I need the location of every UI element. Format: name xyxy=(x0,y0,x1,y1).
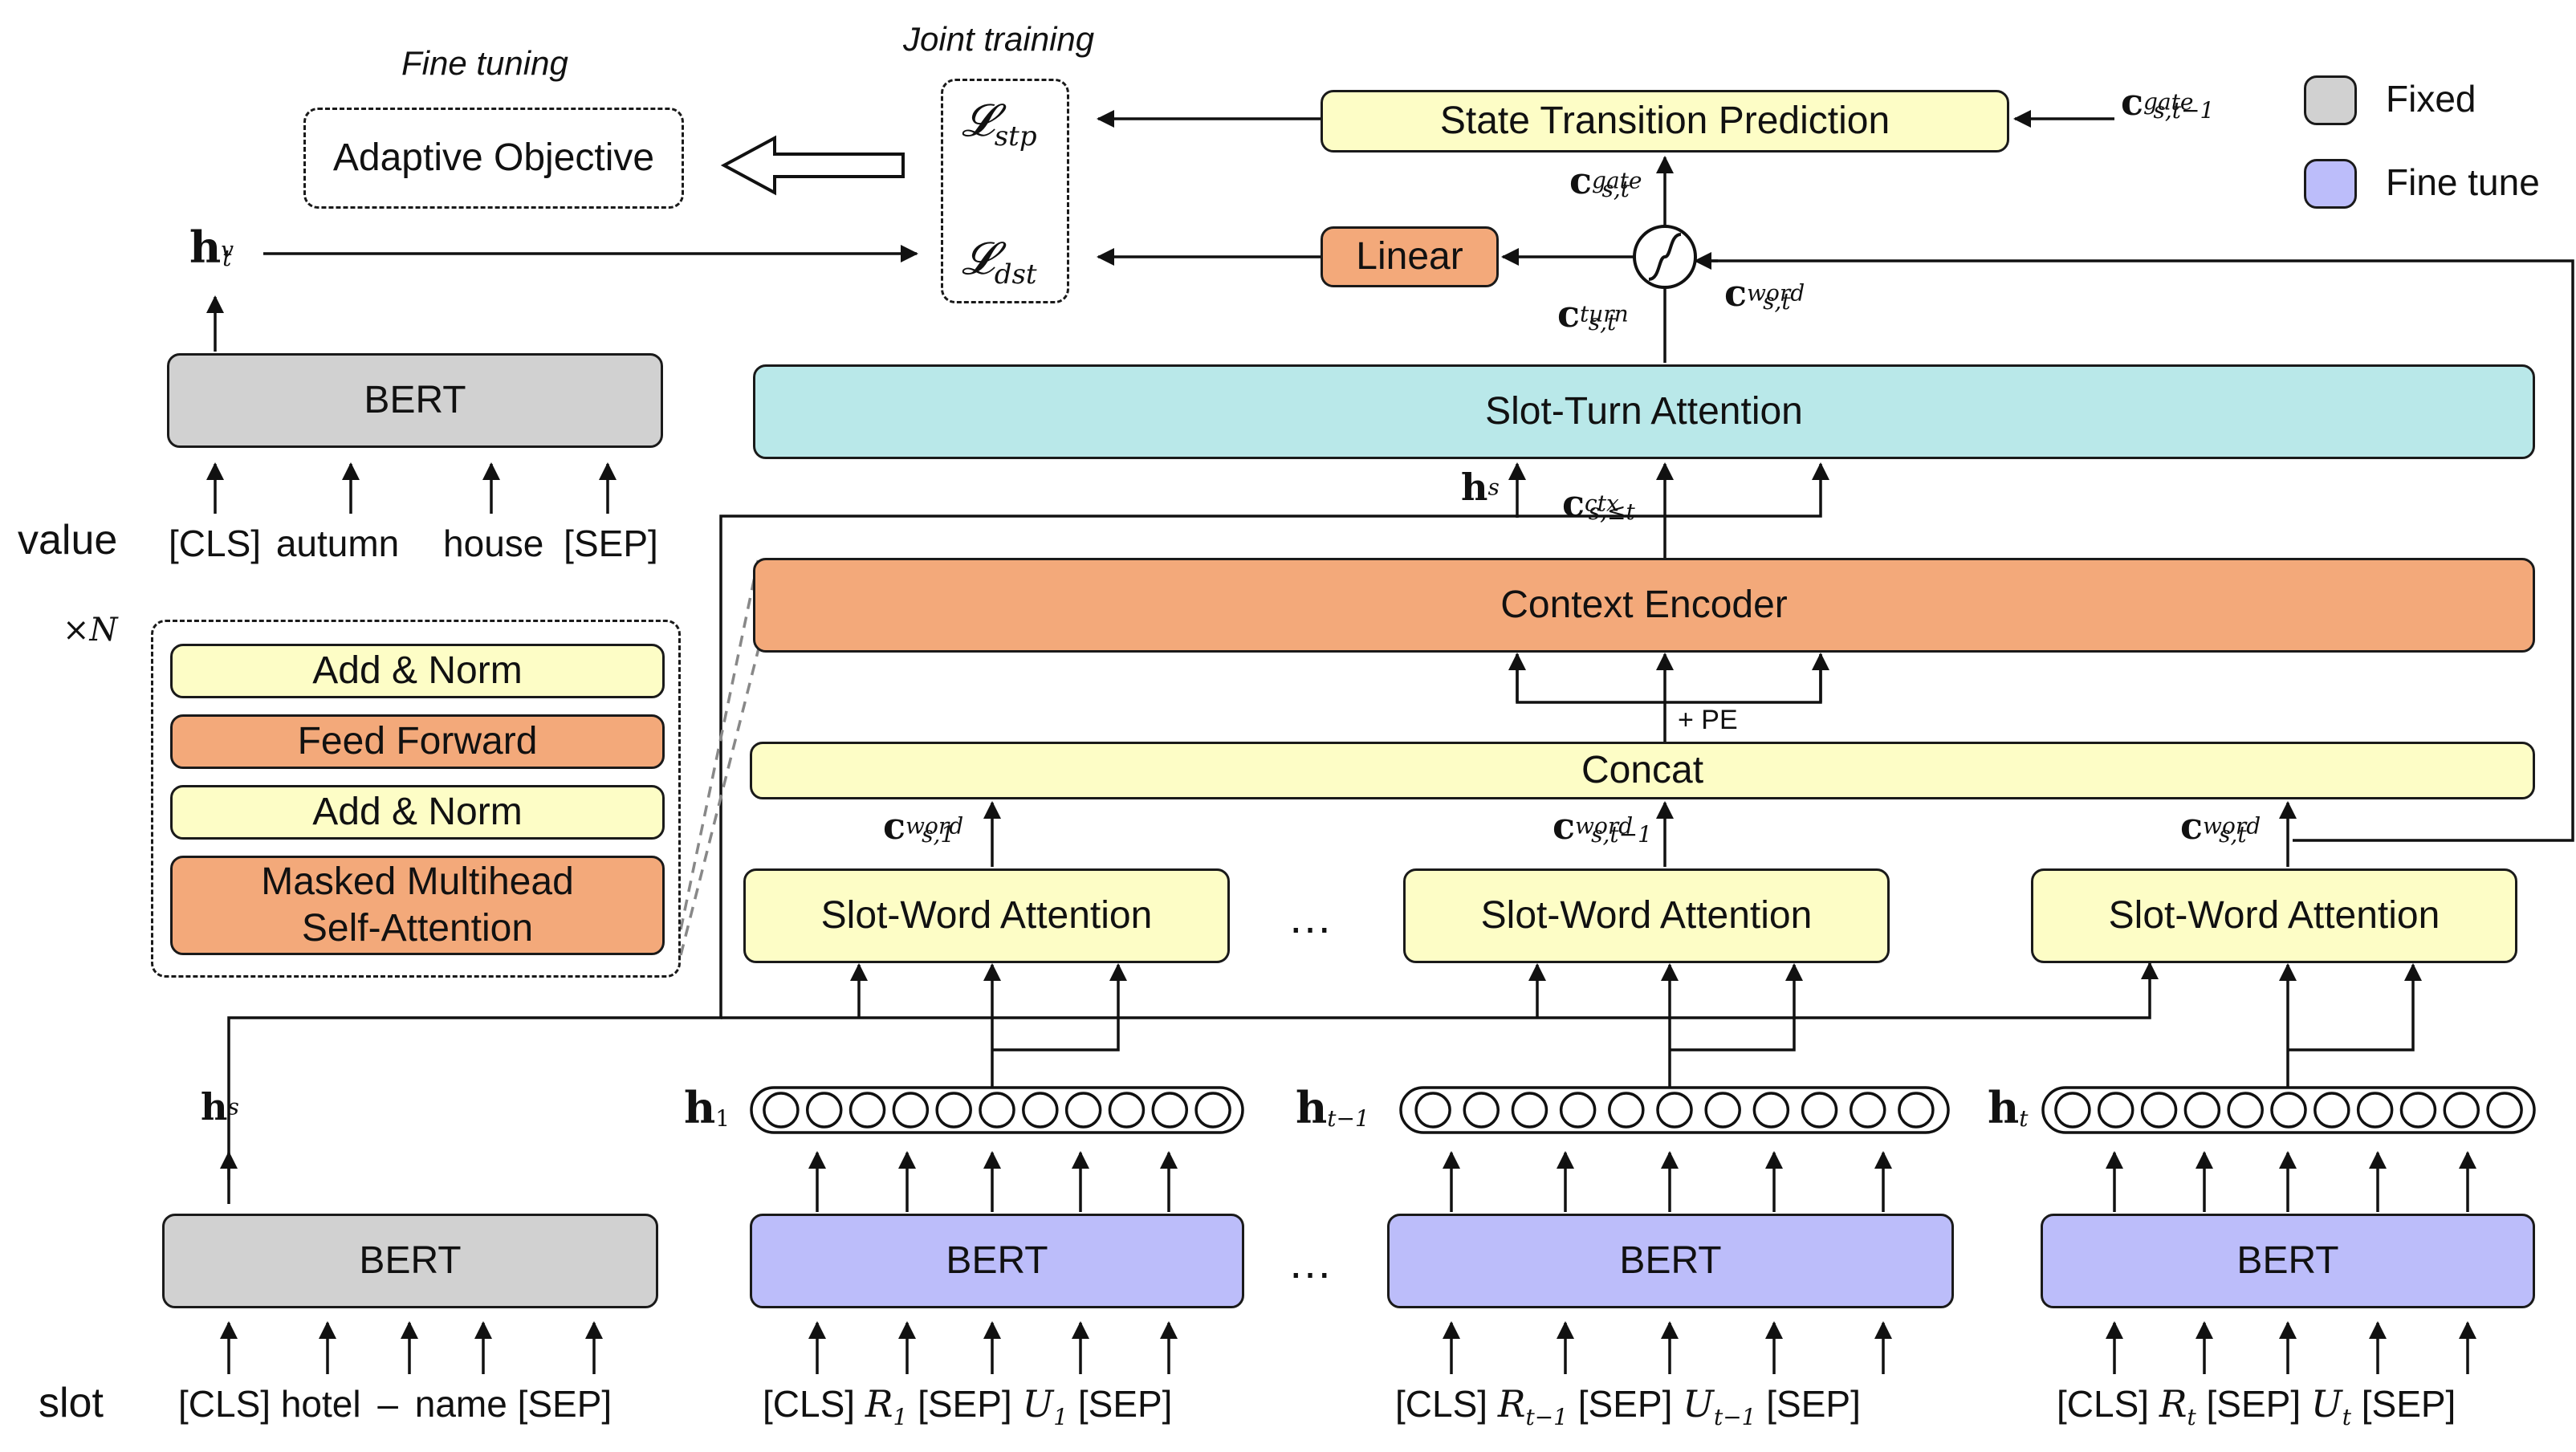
turn-1-tokens: [CLS] R1 [SEP] U1 [SEP] xyxy=(763,1382,1173,1431)
hidden-state-node xyxy=(2443,1092,2480,1129)
hidden-state-node xyxy=(1022,1092,1059,1129)
hidden-state-node xyxy=(2399,1092,2437,1129)
fine-tuning-header: Fine tuning xyxy=(401,44,568,82)
slot-word-attention-t-box: Slot-Word Attention xyxy=(2031,868,2517,963)
transformer-block-detail xyxy=(151,620,681,978)
c-turn-label: cturns,t xyxy=(1557,292,1629,336)
hidden-state-node xyxy=(2356,1092,2394,1129)
joint-training-header: Joint training xyxy=(903,20,1095,58)
c-word-1-label: cwords,1 xyxy=(883,804,964,848)
ellipsis-upper: … xyxy=(1288,892,1333,942)
turn-t-tokens: [CLS] Rt [SEP] Ut [SEP] xyxy=(2057,1382,2456,1431)
slot-tokens: [CLS] hotel – name [SEP] xyxy=(178,1383,612,1425)
concat-box: Concat xyxy=(750,742,2535,799)
slot-label: slot xyxy=(39,1380,104,1426)
loss-dst: 𝓛dst xyxy=(962,233,1037,291)
value-label: value xyxy=(18,517,118,563)
turn-tm1-bert-box: BERT xyxy=(1387,1214,1954,1308)
hidden-state-node xyxy=(1511,1092,1548,1129)
legend-fine-tune-swatch xyxy=(2304,159,2357,209)
hidden-state-node xyxy=(1704,1092,1741,1129)
hidden-state-node xyxy=(1608,1092,1645,1129)
hidden-state-node xyxy=(2486,1092,2523,1129)
hidden-state-node xyxy=(1463,1092,1500,1129)
hidden-state-node xyxy=(2270,1092,2307,1129)
hidden-state-node xyxy=(1801,1092,1838,1129)
hidden-state-node xyxy=(1151,1092,1189,1129)
hidden-state-node xyxy=(848,1092,886,1129)
times-n-label: ×N xyxy=(63,612,118,649)
loss-stp: 𝓛stp xyxy=(962,95,1037,153)
hidden-state-rows xyxy=(750,1086,2536,1134)
hidden-state-node xyxy=(1849,1092,1886,1129)
hidden-state-node xyxy=(805,1092,843,1129)
slot-word-attention-1-box: Slot-Word Attention xyxy=(743,868,1230,963)
turn-tm1-tokens: [CLS] Rt−1 [SEP] Ut−1 [SEP] xyxy=(1395,1382,1861,1431)
hidden-state-node xyxy=(979,1092,1015,1129)
c-word-tm1-label: cwords,t−1 xyxy=(1553,804,1652,848)
masked-self-attention-box: Masked Multihead Self-Attention xyxy=(170,856,665,955)
hidden-state-node xyxy=(1752,1092,1790,1129)
hidden-state-node xyxy=(2097,1092,2134,1129)
hidden-state-node xyxy=(2227,1092,2264,1129)
legend-fine-tune-label: Fine tune xyxy=(2386,161,2540,203)
hollow-arrow-icon xyxy=(720,135,905,196)
hidden-state-node xyxy=(1656,1092,1693,1129)
hidden-state-node xyxy=(2054,1092,2091,1129)
hidden-state-node xyxy=(1414,1092,1451,1129)
gate-icon xyxy=(1633,225,1697,289)
feed-forward-box: Feed Forward xyxy=(170,714,665,769)
turn-t-bert-box: BERT xyxy=(2041,1214,2535,1308)
add-norm-upper-box: Add & Norm xyxy=(170,644,665,698)
hidden-state-node xyxy=(892,1092,930,1129)
ellipsis-lower: … xyxy=(1288,1237,1333,1287)
add-norm-lower-box: Add & Norm xyxy=(170,785,665,840)
adaptive-objective-box: Adaptive Objective xyxy=(303,108,684,209)
hidden-state-node xyxy=(935,1092,972,1129)
h-value-label: hvt xyxy=(189,222,234,273)
legend-fixed-label: Fixed xyxy=(2386,78,2476,120)
hidden-state-node xyxy=(1898,1092,1935,1129)
h-slot-upper-label: hs xyxy=(1461,466,1500,509)
hidden-state-node xyxy=(2140,1092,2178,1129)
context-encoder-box: Context Encoder xyxy=(753,558,2535,653)
hidden-state-node xyxy=(763,1092,800,1129)
c-word-t-label: cwords,t xyxy=(2180,804,2261,848)
h-1-label: h1 xyxy=(684,1082,730,1133)
slot-bert-box: BERT xyxy=(162,1214,658,1308)
slot-word-attention-tm1-box: Slot-Word Attention xyxy=(1403,868,1890,963)
hidden-state-node xyxy=(2183,1092,2221,1129)
h-t-label: ht xyxy=(1988,1082,2029,1133)
loss-box xyxy=(941,79,1069,303)
c-ctx-label: cctxs,≤t xyxy=(1562,482,1635,526)
slot-turn-attention-box: Slot-Turn Attention xyxy=(753,364,2535,459)
hidden-state-node xyxy=(1108,1092,1146,1129)
c-gate-prev-label: cgates,t−1 xyxy=(2121,80,2215,124)
linear-box: Linear xyxy=(1321,226,1499,287)
pe-label: + PE xyxy=(1678,705,1738,735)
turn-1-bert-box: BERT xyxy=(750,1214,1244,1308)
h-tm1-label: ht−1 xyxy=(1296,1082,1369,1133)
state-transition-prediction-box: State Transition Prediction xyxy=(1321,90,2009,153)
hidden-state-node xyxy=(1194,1092,1231,1129)
hidden-state-node xyxy=(2314,1092,2350,1129)
hidden-state-node xyxy=(1559,1092,1597,1129)
hidden-state-node xyxy=(1064,1092,1102,1129)
c-gate-label: cgates,t xyxy=(1569,159,1642,203)
legend-fixed-swatch xyxy=(2304,75,2357,125)
h-slot-lower-label: hs xyxy=(201,1085,239,1129)
value-tokens: [CLS] autumn house [SEP] xyxy=(169,523,658,564)
value-bert-box: BERT xyxy=(167,353,663,448)
c-word-t-feedback-label: cwords,t xyxy=(1724,271,1805,315)
